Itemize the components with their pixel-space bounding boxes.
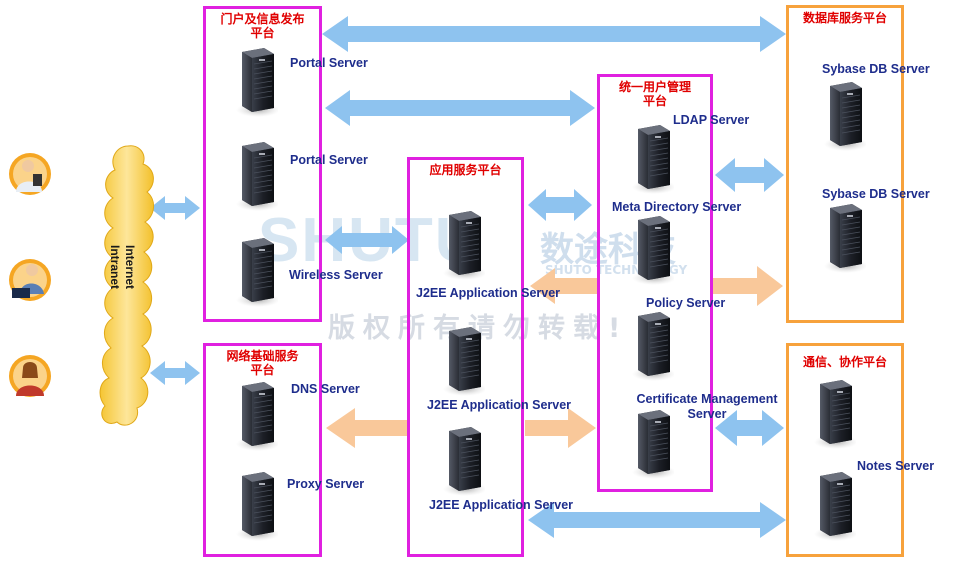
j2ee-server-label: J2EE Application Server [429, 498, 574, 512]
server-icon [441, 325, 485, 397]
app-platform [407, 157, 524, 557]
meta-directory-server-label: Meta Directory Server [612, 200, 742, 214]
user-platform-title: 统一用户管理 平台 [618, 80, 691, 108]
blue-arrows [150, 16, 786, 538]
user-icon [9, 153, 51, 195]
arrow-icon [325, 90, 595, 126]
network-platform-title: 网络基础服务 平台 [226, 349, 299, 377]
proxy-server-label: Proxy Server [287, 477, 365, 491]
server-icon [812, 378, 856, 450]
server-icon [441, 209, 485, 281]
server-icon [234, 236, 278, 308]
arrow-icon [326, 408, 408, 448]
server-icon [822, 80, 866, 152]
portal-server-label: Portal Server [290, 56, 368, 70]
wireless-server-label: Wireless Server [289, 268, 383, 282]
db-platform-title: 数据库服务平台 [802, 11, 887, 25]
cloud-icon [99, 145, 154, 426]
comm-platform-title: 通信、协作平台 [802, 355, 887, 369]
arrow-icon [715, 410, 784, 446]
server-icon [630, 310, 674, 382]
network-platform [203, 343, 322, 557]
arrow-icon [150, 361, 200, 385]
dns-server-label: DNS Server [291, 382, 360, 396]
server-icon [630, 214, 674, 286]
arrow-icon [150, 196, 200, 220]
certificate-server-label: Certificate Management Server [636, 392, 778, 421]
arrow-icon [528, 189, 592, 221]
portal-platform [203, 6, 322, 322]
server-icon [234, 46, 278, 118]
cloud-label-internet: Internet [123, 245, 137, 290]
db-platform [786, 5, 904, 323]
server-icon [630, 123, 674, 195]
orange-arrows [326, 266, 783, 448]
sybase-server-label: Sybase DB Server [822, 187, 930, 201]
app-platform-title: 应用服务平台 [429, 163, 502, 177]
ldap-server-label: LDAP Server [673, 113, 750, 127]
portal-server-label: Portal Server [290, 153, 368, 167]
comm-platform [786, 343, 904, 557]
portal-platform-title: 门户及信息发布 平台 [220, 12, 305, 40]
server-icon [234, 380, 278, 452]
policy-server-label: Policy Server [646, 296, 726, 310]
user-platform [597, 74, 713, 492]
arrow-icon [322, 16, 786, 52]
server-icon [441, 425, 485, 497]
arrow-icon [528, 502, 786, 538]
server-icon [822, 202, 866, 274]
notes-server-label: Notes Server [857, 459, 935, 473]
arrow-icon [325, 226, 409, 254]
j2ee-server-label: J2EE Application Server [416, 286, 561, 300]
user-icon [9, 355, 51, 397]
cloud-label-intranet: Intranet [108, 245, 122, 290]
server-icon [234, 140, 278, 212]
server-icon [812, 470, 856, 542]
server-icon [630, 408, 674, 480]
user-icon [9, 259, 51, 301]
sybase-server-label: Sybase DB Server [822, 62, 930, 76]
arrow-icon [530, 268, 598, 304]
arrow-icon [525, 408, 596, 448]
server-icon [234, 470, 278, 542]
arrow-icon [713, 266, 783, 306]
j2ee-server-label: J2EE Application Server [427, 398, 572, 412]
arrow-icon [715, 158, 784, 192]
